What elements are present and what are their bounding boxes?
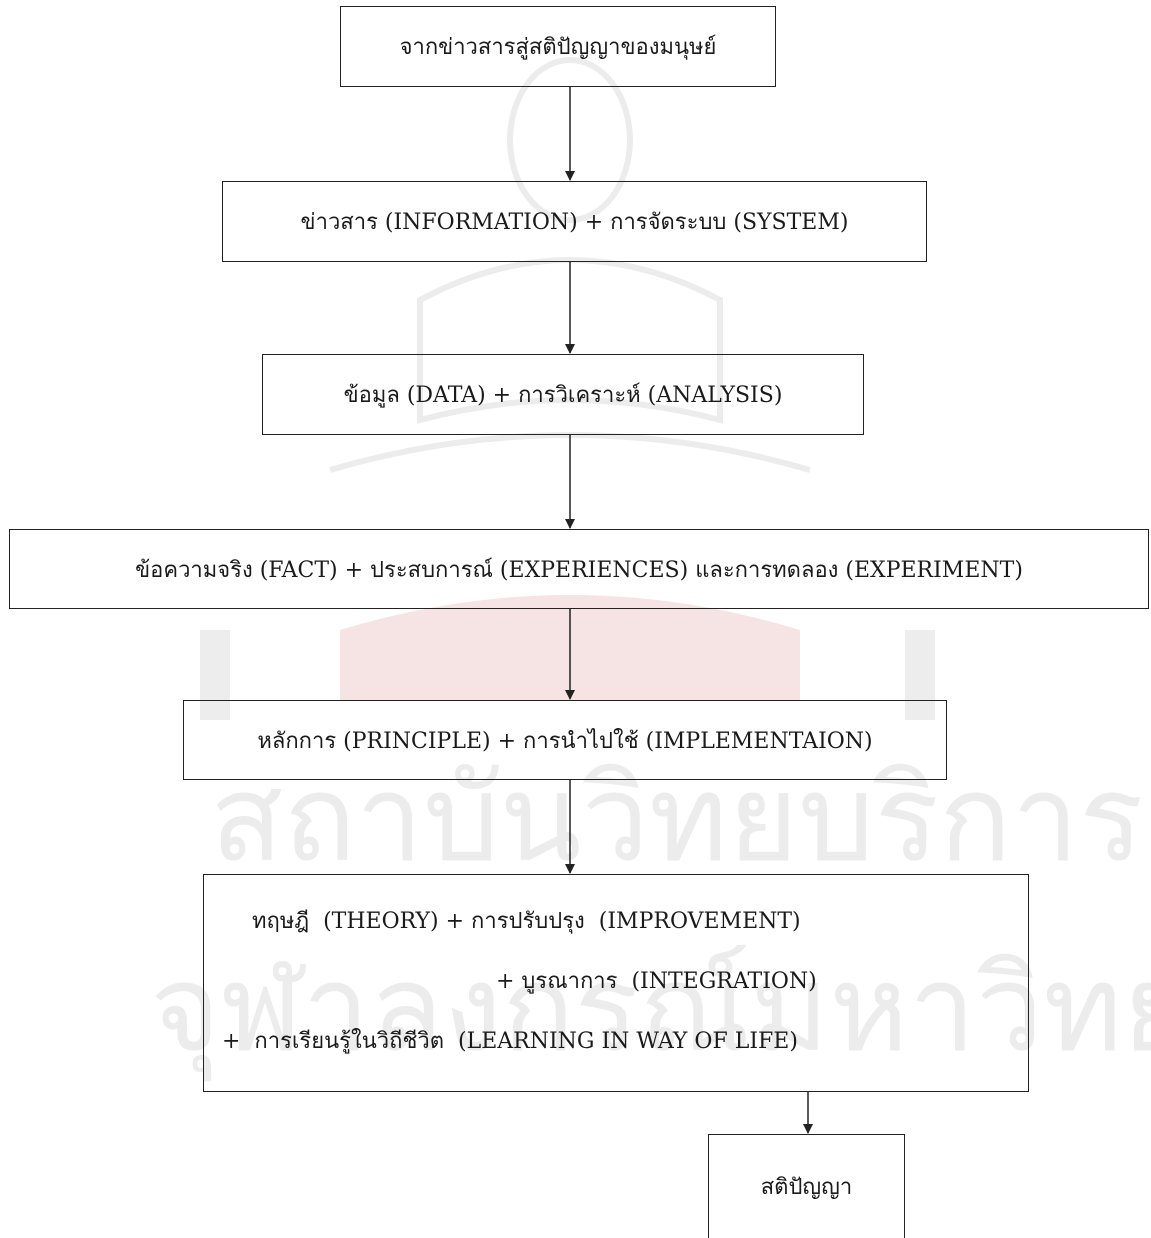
information-text: ข่าวสาร (INFORMATION) + การจัดระบบ (SYST… [300,210,849,235]
wisdom-box: สติปัญญา [708,1134,905,1238]
principle-box: หลักการ (PRINCIPLE) + การนำไปใช้ (IMPLEM… [183,700,947,780]
title-text: จากข่าวสารสู่สติปัญญาของมนุษย์ [399,35,717,60]
theory-line-1: ทฤษฎี (THEORY) + การปรับปรุง (IMPROVEMEN… [252,909,801,934]
theory-box: ทฤษฎี (THEORY) + การปรับปรุง (IMPROVEMEN… [203,874,1029,1092]
principle-text: หลักการ (PRINCIPLE) + การนำไปใช้ (IMPLEM… [257,728,873,754]
information-box: ข่าวสาร (INFORMATION) + การจัดระบบ (SYST… [222,181,927,262]
title-box: จากข่าวสารสู่สติปัญญาของมนุษย์ [340,6,776,87]
wisdom-text: สติปัญญา [760,1175,853,1200]
fact-text: ข้อความจริง (FACT) + ประสบการณ์ (EXPERIE… [135,557,1023,583]
watermark-institute-text: สถาบันวิทยบริการ [210,752,1143,886]
fact-box: ข้อความจริง (FACT) + ประสบการณ์ (EXPERIE… [9,529,1149,609]
watermark-university-text: จุฬาลงกรณ์มหาวิทยาลัย [150,942,1151,1082]
data-text: ข้อมูล (DATA) + การวิเคราะห์ (ANALYSIS) [343,383,783,408]
theory-line-2: + บูรณาการ (INTEGRATION) [496,969,817,994]
data-box: ข้อมูล (DATA) + การวิเคราะห์ (ANALYSIS) [262,354,864,435]
theory-line-3: + การเรียนรู้ในวิถีชีวิต (LEARNING IN WA… [222,1029,798,1054]
